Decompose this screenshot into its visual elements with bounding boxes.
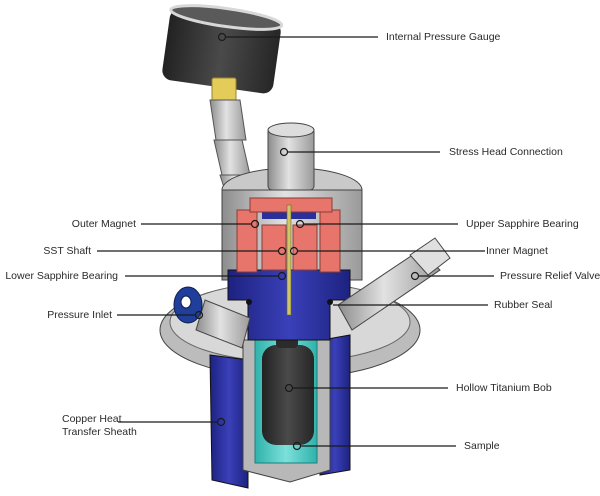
pressure-inlet: [173, 286, 251, 349]
rubber-seal: [327, 299, 333, 305]
marker-inner-magnet: [289, 246, 299, 256]
label-copper-heat-line1: Copper Heat: [62, 413, 122, 425]
label-internal-pressure-gauge: Internal Pressure Gauge: [386, 31, 501, 43]
marker-outer-magnet: [250, 219, 260, 229]
marker-lower-sapphire-bearing: [277, 271, 287, 281]
marker-upper-sapphire-bearing: [295, 219, 305, 229]
label-sst-shaft: SST Shaft: [43, 245, 91, 257]
inner-magnet: [261, 224, 318, 271]
marker-hollow-titanium-bob: [284, 383, 294, 393]
label-sample: Sample: [464, 440, 500, 452]
sst-shaft: [286, 204, 292, 316]
leader-lines: [97, 32, 494, 451]
label-copper-heat-line2: Transfer Sheath: [62, 426, 137, 438]
marker-pressure-relief-valve: [410, 271, 420, 281]
marker-internal-pressure-gauge: [217, 32, 227, 42]
internal-pressure-gauge: [162, 4, 284, 103]
marker-copper-heat-transfer-sheath: [216, 417, 226, 427]
label-stress-head-connection: Stress Head Connection: [449, 146, 563, 158]
marker-stress-head-connection: [279, 147, 289, 157]
label-pressure-relief-valve: Pressure Relief Valve: [500, 270, 600, 282]
label-pressure-inlet: Pressure Inlet: [47, 309, 112, 321]
marker-sst-shaft: [277, 246, 287, 256]
pressure-relief-valve: [337, 237, 451, 331]
label-lower-sapphire-bearing: Lower Sapphire Bearing: [5, 270, 118, 282]
label-upper-sapphire-bearing: Upper Sapphire Bearing: [466, 218, 579, 230]
marker-pressure-inlet: [194, 310, 204, 320]
rubber-seal-left: [246, 299, 252, 305]
label-outer-magnet: Outer Magnet: [71, 218, 136, 230]
marker-sample: [292, 441, 302, 451]
label-hollow-titanium-bob: Hollow Titanium Bob: [456, 382, 552, 394]
label-rubber-seal: Rubber Seal: [494, 299, 553, 311]
label-inner-magnet: Inner Magnet: [486, 245, 548, 257]
label-copper-heat-transfer-sheath: Copper Heat Transfer Sheath: [62, 413, 137, 439]
